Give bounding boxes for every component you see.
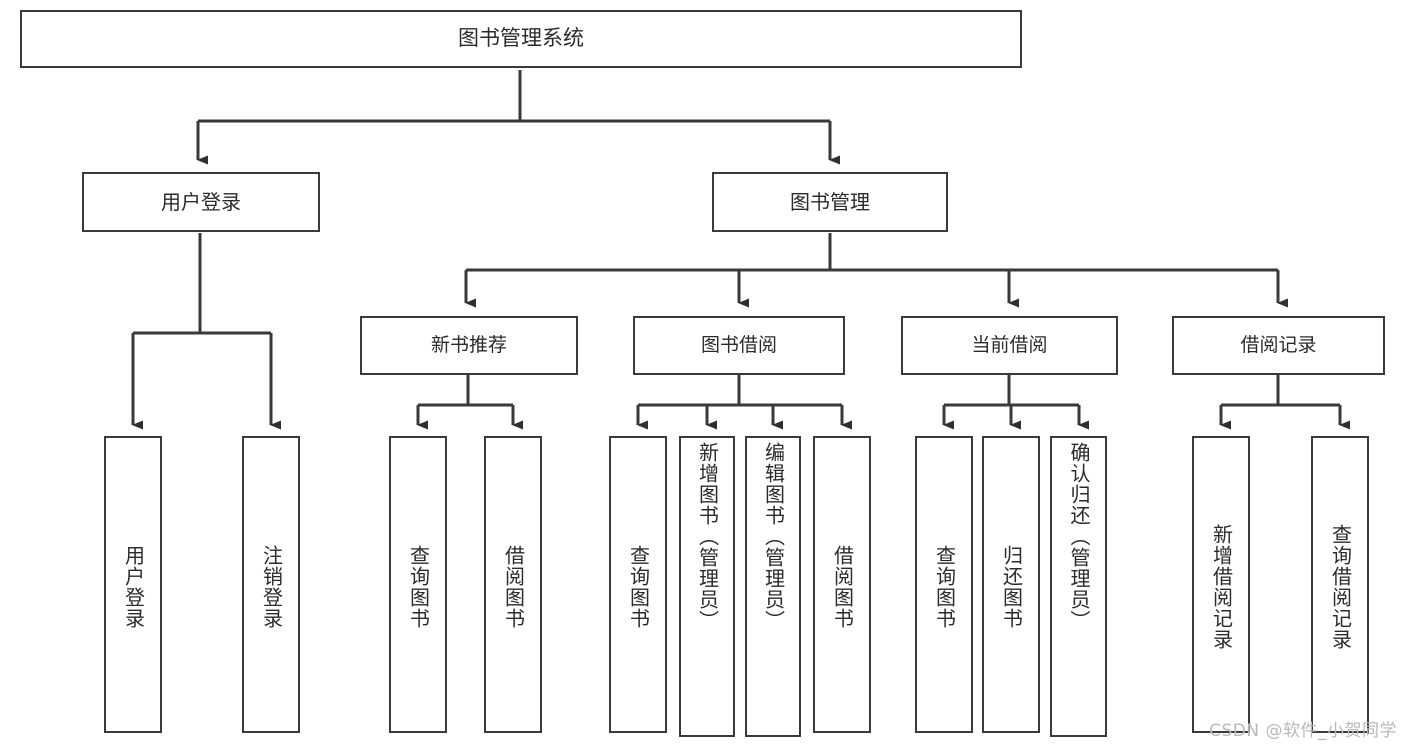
node-label: 新增图书（管理员） [695,442,720,631]
node-book-management[interactable]: 图书管理 [712,172,948,232]
leaf-record-query-borrow-record[interactable]: 查询借阅记录 [1311,436,1369,733]
node-root-book-management-system[interactable]: 图书管理系统 [20,10,1022,68]
node-label: 查询图书 [626,544,651,629]
leaf-recommend-query-book[interactable]: 查询图书 [389,436,447,733]
node-label: 新书推荐 [430,333,507,356]
leaf-borrow-borrow-book[interactable]: 借阅图书 [813,436,871,733]
node-label: 新增借阅记录 [1209,523,1234,650]
node-label: 借阅记录 [1240,333,1317,356]
node-new-book-recommendation[interactable]: 新书推荐 [360,316,578,375]
leaf-user-login-signin[interactable]: 用户登录 [104,436,162,733]
node-label: 查询图书 [406,544,431,629]
node-book-borrowing[interactable]: 图书借阅 [633,316,845,375]
node-label: 借阅图书 [501,544,526,629]
node-user-login[interactable]: 用户登录 [82,172,320,232]
leaf-borrow-add-book-admin[interactable]: 新增图书（管理员） [679,436,735,737]
leaf-current-query-book[interactable]: 查询图书 [915,436,973,733]
csdn-watermark: CSDN @软件_小贺同学 [1209,721,1397,741]
node-label: 借阅图书 [830,544,855,629]
leaf-record-add-borrow-record[interactable]: 新增借阅记录 [1192,436,1250,733]
node-label: 注销登录 [259,544,284,629]
leaf-user-login-signout[interactable]: 注销登录 [242,436,300,733]
node-label: 图书管理 [790,189,870,214]
node-label: 用户登录 [121,544,146,629]
node-label: 图书管理系统 [458,26,584,51]
leaf-current-confirm-return-admin[interactable]: 确认归还（管理员） [1050,436,1107,737]
node-current-borrowing[interactable]: 当前借阅 [901,316,1118,375]
node-label: 图书借阅 [700,333,777,356]
node-label: 查询借阅记录 [1328,523,1353,650]
node-label: 归还图书 [999,544,1024,629]
node-label: 编辑图书（管理员） [761,442,786,631]
node-label: 当前借阅 [971,333,1048,356]
node-borrowing-record[interactable]: 借阅记录 [1172,316,1385,375]
leaf-current-return-book[interactable]: 归还图书 [982,436,1040,733]
leaf-recommend-borrow-book[interactable]: 借阅图书 [484,436,542,733]
node-label: 确认归还（管理员） [1067,442,1091,631]
node-label: 用户登录 [161,189,241,214]
leaf-borrow-edit-book-admin[interactable]: 编辑图书（管理员） [745,436,801,737]
node-label: 查询图书 [932,544,957,629]
leaf-borrow-query-book[interactable]: 查询图书 [609,436,667,733]
